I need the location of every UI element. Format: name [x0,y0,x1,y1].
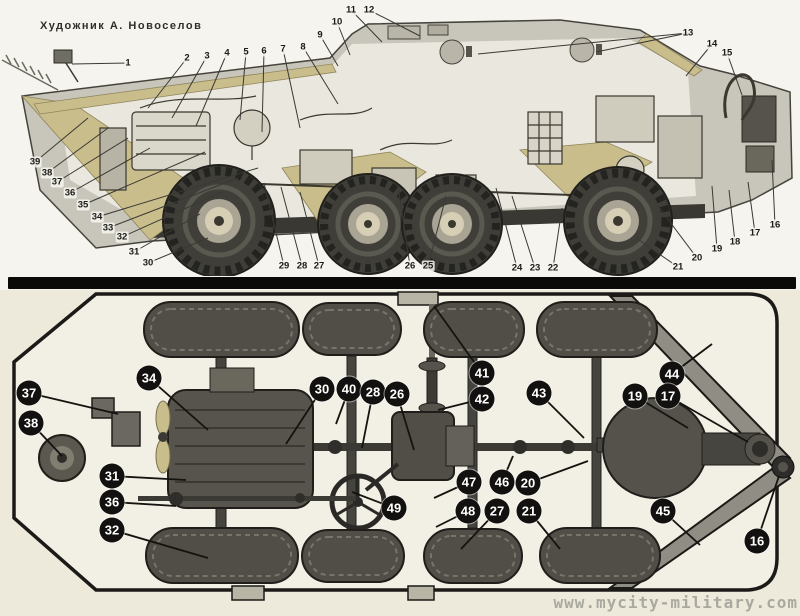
wheel-plan-top-1 [143,301,300,358]
chassis-plan-diagram [0,290,800,616]
divider-bar [8,277,796,289]
engine-block-side [131,111,211,171]
air-cleaner [233,109,271,147]
watermark: www.mycity-military.com [553,593,798,612]
wheel-plan-top-2 [302,302,402,356]
artist-credit: Художник А. Новоселов [40,20,203,32]
wheel-plan-bottom-3 [423,528,523,584]
tow-hitch-hub [771,455,795,479]
gearbox-side [299,149,353,185]
wheel-plan-bottom-4 [539,527,661,584]
hull-edge-tabs [231,291,439,601]
roof-hatch [387,25,421,40]
wheel-side-1 [162,164,276,276]
wheel-side-4 [563,166,673,276]
wheel-plan-top-4 [536,301,658,358]
wheel-plan-bottom-2 [301,529,405,583]
wheel-plan-top-3 [423,301,525,358]
mirror-arm-hatching [1,54,59,91]
side-cutaway-diagram [1,19,793,276]
spare-drum [38,434,86,482]
firing-port-right [569,37,595,63]
radiator [99,127,127,191]
rear-stowage [723,73,777,173]
wheel-side-3 [401,173,503,275]
firing-port-left [439,39,465,65]
rear-compartment-unit [595,95,655,143]
side-mirror [53,49,79,83]
cooling-fan [155,400,171,474]
engine-block [167,367,314,509]
